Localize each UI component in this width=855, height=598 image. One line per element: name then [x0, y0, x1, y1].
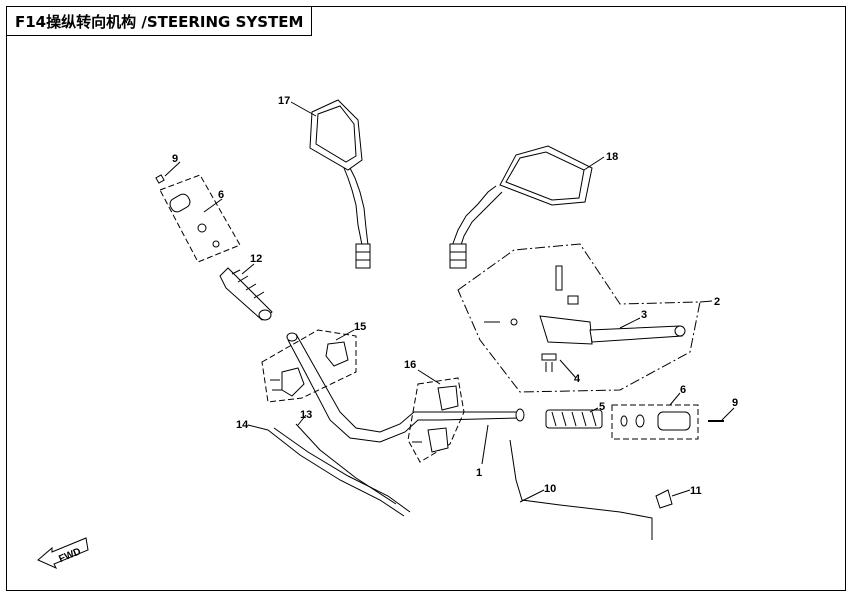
callout-3: 3 [641, 309, 647, 321]
callout-leaders [164, 101, 735, 503]
callout-6-left: 6 [218, 189, 224, 201]
callout-11: 11 [690, 485, 702, 497]
callout-14: 14 [236, 419, 249, 431]
callout-13: 13 [300, 409, 312, 421]
right-bar-end-group [611, 404, 724, 440]
brake-lever-assembly [457, 243, 701, 393]
left-switch-group [261, 329, 357, 403]
callout-6-right: 6 [680, 384, 686, 396]
right-mirror [449, 145, 593, 269]
throttle-cable [509, 439, 673, 540]
callout-16: 16 [404, 359, 416, 371]
callout-9-left: 9 [172, 153, 178, 165]
callout-10: 10 [544, 483, 556, 495]
clutch-cables [267, 423, 411, 517]
callout-9-right: 9 [732, 397, 738, 409]
right-switch-group [407, 377, 465, 463]
callout-4: 4 [574, 373, 581, 385]
callout-1: 1 [476, 467, 482, 479]
drawing-frame [6, 6, 846, 591]
callout-15: 15 [354, 321, 366, 333]
callout-12: 12 [250, 253, 262, 265]
callout-18: 18 [606, 151, 618, 163]
forward-direction-arrow [37, 537, 89, 570]
left-bar-end-group [155, 174, 241, 263]
left-grip [219, 267, 273, 321]
callout-5: 5 [599, 401, 605, 413]
diagram-title: F14操纵转向机构 /STEERING SYSTEM [6, 6, 313, 36]
callout-2: 2 [714, 296, 720, 308]
left-mirror [309, 99, 371, 269]
handlebar [286, 332, 525, 443]
right-grip [545, 409, 603, 429]
callout-17: 17 [278, 95, 290, 107]
